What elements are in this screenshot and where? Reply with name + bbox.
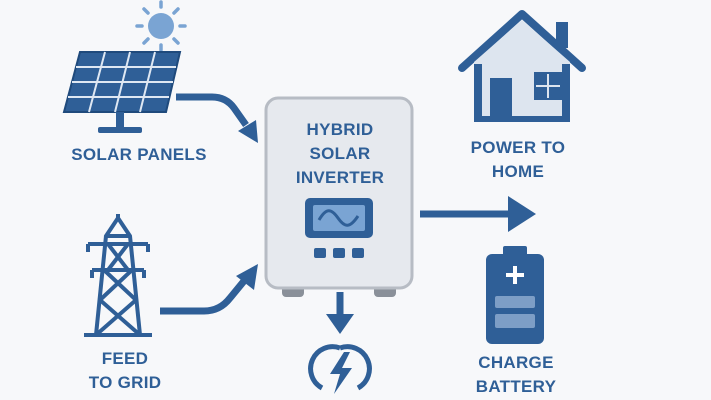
inverter-title: HYBRID SOLAR INVERTER [270,118,410,190]
solar-panels-label: SOLAR PANELS [54,143,224,167]
solar-panel-icon [62,51,182,133]
grid-label-line2: TO GRID [88,373,162,392]
house-icon [458,10,586,122]
battery-icon [486,246,544,344]
arrow-inverter-down [326,292,354,334]
home-label-line1: POWER TO [470,138,566,157]
inverter-title-line3: INVERTER [295,168,385,187]
sine-wave-icon [317,209,360,227]
battery-label-line1: CHARGE [478,353,554,372]
transmission-tower-icon [84,214,152,337]
inverter-title-line2: SOLAR [309,144,371,163]
sun-icon [135,0,187,52]
arrow-grid-to-inverter [160,264,258,315]
inverter-box [264,96,414,297]
home-label: POWER TO HOME [448,136,588,184]
grid-label: FEED TO GRID [70,347,180,395]
arrow-inverter-to-home [420,196,536,232]
home-label-line2: HOME [491,162,545,181]
grid-label-line1: FEED [101,349,149,368]
arrow-solar-to-inverter [176,93,258,143]
solar-panels-label-text: SOLAR PANELS [71,145,207,164]
battery-label: CHARGE BATTERY [456,351,576,399]
lightning-bolt-icon [308,344,372,394]
inverter-title-line1: HYBRID [306,120,374,139]
battery-label-line2: BATTERY [475,377,557,396]
